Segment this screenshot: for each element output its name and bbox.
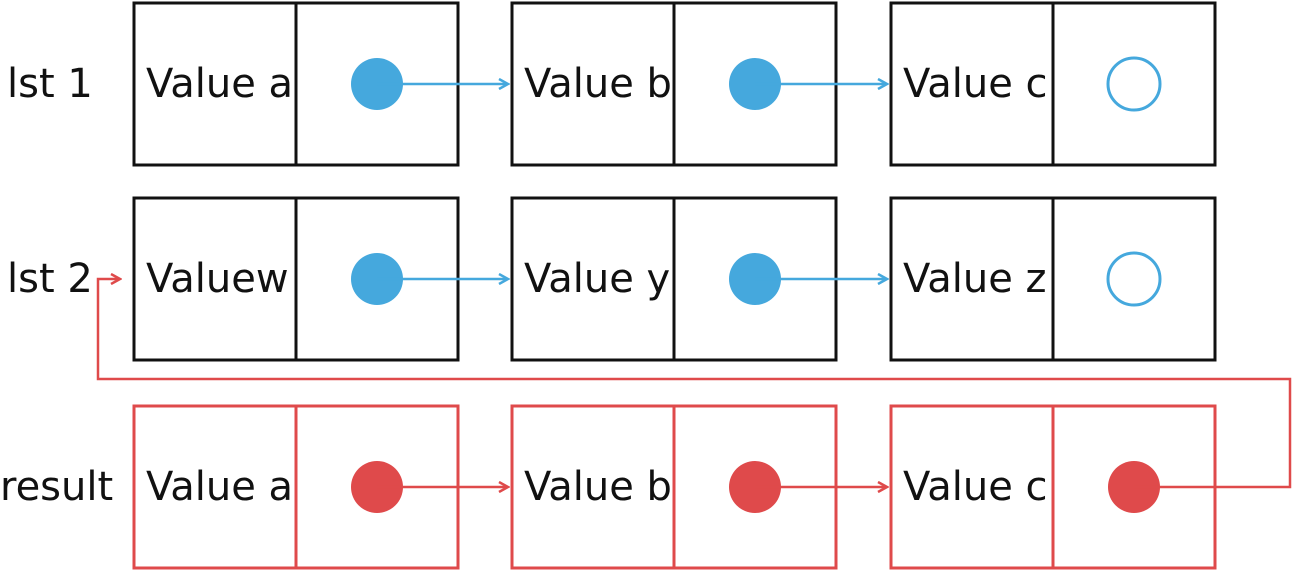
node-value: Valuew <box>146 256 289 302</box>
list-node: Value a <box>132 1 508 167</box>
row-3: result Value a Value b Value c <box>0 404 1217 570</box>
row-2: lst 2 Valuew Value y Value z <box>7 196 1217 362</box>
list-node: Value a <box>132 404 508 570</box>
node-value: Value a <box>146 464 293 510</box>
node-value: Value y <box>524 256 670 302</box>
list-node: Value z <box>889 196 1217 362</box>
null-pointer <box>1106 251 1162 307</box>
list-node: Value b <box>510 404 887 570</box>
row-1: lst 1 Value a Value b Value c <box>7 1 1217 167</box>
node-value: Value b <box>524 61 672 107</box>
pointer-cell <box>1051 196 1217 362</box>
null-pointer <box>1106 56 1162 112</box>
node-value: Value c <box>903 464 1048 510</box>
link-arrow <box>96 279 1292 489</box>
pointer-cell <box>1051 1 1217 167</box>
node-value: Value a <box>146 61 293 107</box>
list-node: Value c <box>889 1 1217 167</box>
row-label: lst 2 <box>7 256 93 302</box>
node-value: Value z <box>903 256 1047 302</box>
list-node: Value y <box>510 196 887 362</box>
row-label: lst 1 <box>7 61 93 107</box>
node-value: Value b <box>524 464 672 510</box>
list-node: Value c <box>889 404 1217 570</box>
row-label: result <box>0 464 113 510</box>
list-node: Valuew <box>132 196 508 362</box>
node-value: Value c <box>903 61 1048 107</box>
list-node: Value b <box>510 1 887 167</box>
